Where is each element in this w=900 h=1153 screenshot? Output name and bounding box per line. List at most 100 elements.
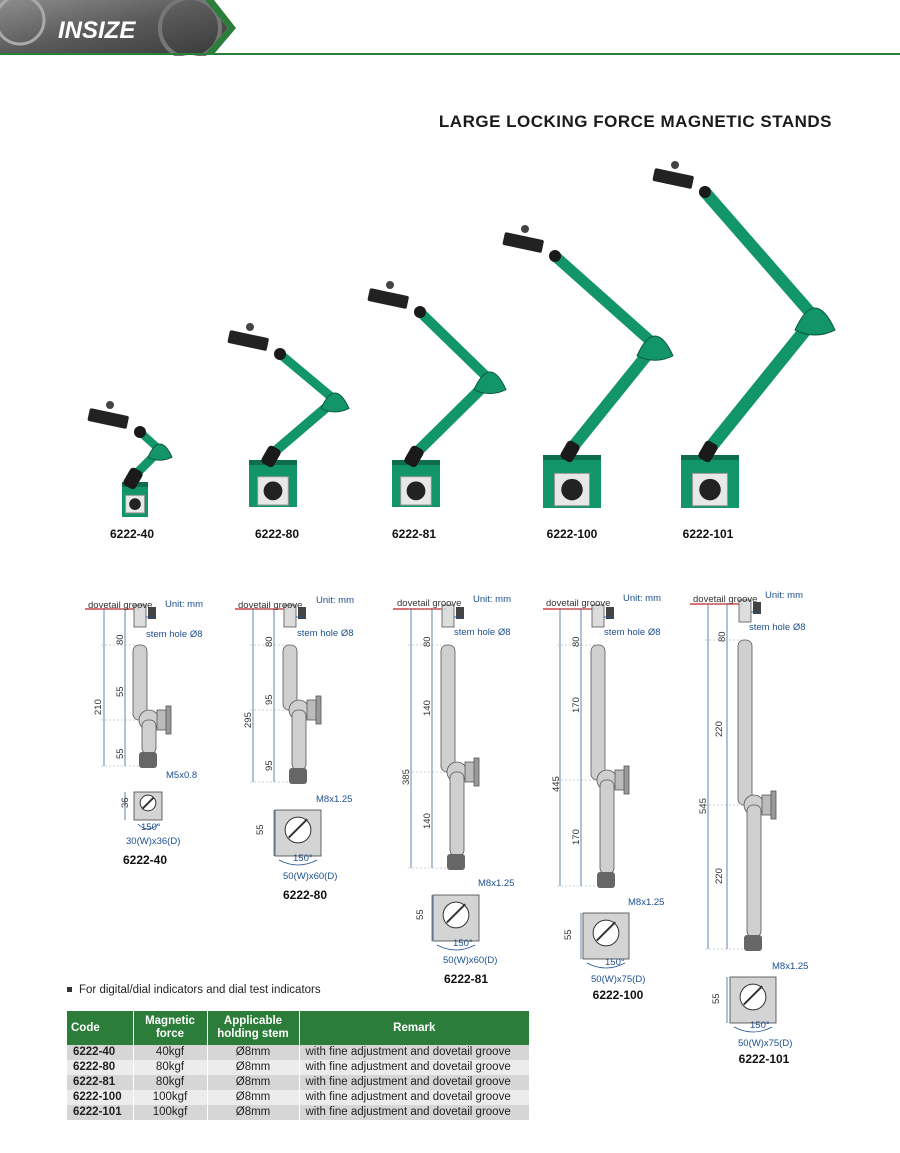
table-row: 6222-80 80kgf Ø8mm with fine adjustment … xyxy=(67,1060,529,1075)
elbow-knob xyxy=(761,794,773,816)
stand-joint xyxy=(404,445,424,468)
upper-arm xyxy=(590,644,606,781)
unit-label: Unit: mm xyxy=(316,595,354,606)
upper-arm xyxy=(440,644,456,773)
usage-note: For digital/dial indicators and dial tes… xyxy=(67,984,321,996)
header-banner: INSIZE xyxy=(0,0,900,56)
page-title: LARGE LOCKING FORCE MAGNETIC STANDS xyxy=(438,112,832,131)
dimension-value: 95 xyxy=(264,694,275,705)
dovetail-groove-label: dovetail groove xyxy=(693,594,758,605)
product-label: 6222-101 xyxy=(682,527,734,541)
fine-adjust-screw xyxy=(521,225,529,233)
dimension-value: 55 xyxy=(115,686,126,697)
col-header-remark: Remark xyxy=(299,1011,529,1045)
angle-label: 150° xyxy=(141,822,161,833)
dimension-value: 55 xyxy=(415,909,426,920)
bullet-icon xyxy=(67,987,72,993)
fine-adjust-screw xyxy=(246,323,254,331)
dimension-value: 295 xyxy=(243,712,254,728)
elbow-clamp-knob xyxy=(147,443,173,461)
stem-clamp xyxy=(133,604,147,628)
dimension-value: 80 xyxy=(422,636,433,647)
unit-label: Unit: mm xyxy=(765,590,803,601)
thread-label: M8x1.25 xyxy=(316,794,353,805)
base-size-label: 50(W)x60(D) xyxy=(443,955,498,966)
cell-force: 40kgf xyxy=(133,1045,208,1060)
top-joint xyxy=(274,348,286,360)
diagram-label: 6222-100 xyxy=(592,988,644,1002)
stand-upper-arm xyxy=(699,186,821,324)
elbow-knob-cap xyxy=(315,695,322,725)
elbow-clamp-knob xyxy=(320,392,350,413)
magnetic-stand-image xyxy=(502,225,674,508)
cell-remark: with fine adjustment and dovetail groove xyxy=(299,1060,529,1075)
dimension-value: 80 xyxy=(264,636,275,647)
thread-label: M8x1.25 xyxy=(478,878,515,889)
diagram-label: 6222-40 xyxy=(122,853,168,867)
table-row: 6222-81 80kgf Ø8mm with fine adjustment … xyxy=(67,1075,529,1090)
cell-code: 6222-101 xyxy=(67,1105,134,1120)
elbow-knob-cap xyxy=(165,705,172,735)
cell-remark: with fine adjustment and dovetail groove xyxy=(299,1045,529,1060)
thread-label: M8x1.25 xyxy=(772,961,809,972)
dovetail-groove-label: dovetail groove xyxy=(397,598,462,609)
table-row: 6222-40 40kgf Ø8mm with fine adjustment … xyxy=(67,1045,529,1060)
angle-arc xyxy=(137,823,159,830)
magnetic-stand-image xyxy=(652,161,836,508)
table-row: 6222-100 100kgf Ø8mm with fine adjustmen… xyxy=(67,1090,529,1105)
col-header-force: Magnetic force xyxy=(133,1011,208,1045)
cell-force: 80kgf xyxy=(133,1075,208,1090)
cell-stem: Ø8mm xyxy=(207,1060,300,1075)
cell-code: 6222-80 xyxy=(67,1060,134,1075)
angle-arc xyxy=(278,859,318,866)
elbow-knob xyxy=(464,761,476,783)
bottom-joint xyxy=(139,752,157,768)
stem-clamp xyxy=(441,604,455,628)
dimension-value: 55 xyxy=(711,993,722,1004)
dovetail-groove-label: dovetail groove xyxy=(546,598,611,609)
lower-arm xyxy=(141,719,157,755)
indicator-clamp xyxy=(87,408,129,429)
indicator-clamp xyxy=(227,330,269,351)
base-size-label: 30(W)x36(D) xyxy=(126,836,181,847)
product-label: 6222-80 xyxy=(254,527,300,541)
dimension-value: 140 xyxy=(422,813,433,829)
elbow-knob xyxy=(156,709,168,731)
stem-hole-label: stem hole Ø8 xyxy=(146,629,203,640)
angle-arc xyxy=(733,1026,773,1033)
bottom-joint xyxy=(744,935,762,951)
dovetail-groove-label: dovetail groove xyxy=(238,600,303,611)
col-header-code: Code xyxy=(67,1011,134,1045)
angle-label: 150° xyxy=(605,957,625,968)
elbow-clamp-knob xyxy=(794,307,836,336)
fine-adjust-knob xyxy=(753,602,761,614)
dimension-value: 220 xyxy=(714,868,725,884)
cell-stem: Ø8mm xyxy=(207,1105,300,1120)
stand-joint xyxy=(698,440,718,463)
cell-stem: Ø8mm xyxy=(207,1090,300,1105)
angle-label: 150° xyxy=(750,1020,770,1031)
banner-graphic xyxy=(0,0,236,56)
cell-force: 80kgf xyxy=(133,1060,208,1075)
dimension-value: 80 xyxy=(115,634,126,645)
top-joint xyxy=(699,186,711,198)
dimension-value: 55 xyxy=(255,824,266,835)
diagram-label: 6222-80 xyxy=(282,888,328,902)
dimension-drawings xyxy=(85,599,777,1033)
fine-adjust-screw xyxy=(386,281,394,289)
indicator-clamp xyxy=(502,232,544,253)
dimension-value: 95 xyxy=(264,760,275,771)
spec-table: Code Magnetic force Applicable holding s… xyxy=(67,1011,529,1120)
magnetic-stand-image xyxy=(87,401,173,517)
elbow-knob-cap xyxy=(770,790,777,820)
stand-upper-arm xyxy=(549,250,661,351)
fine-adjust-knob xyxy=(606,607,614,619)
dimension-drawing xyxy=(85,604,172,830)
stem-hole-label: stem hole Ø8 xyxy=(604,627,661,638)
stand-joint xyxy=(560,440,580,463)
base-switch-lever xyxy=(743,985,763,1006)
stand-upper-arm xyxy=(415,307,495,385)
cell-code: 6222-100 xyxy=(67,1090,134,1105)
base-switch-knob xyxy=(561,478,583,501)
base-size-label: 50(W)x75(D) xyxy=(738,1038,793,1049)
